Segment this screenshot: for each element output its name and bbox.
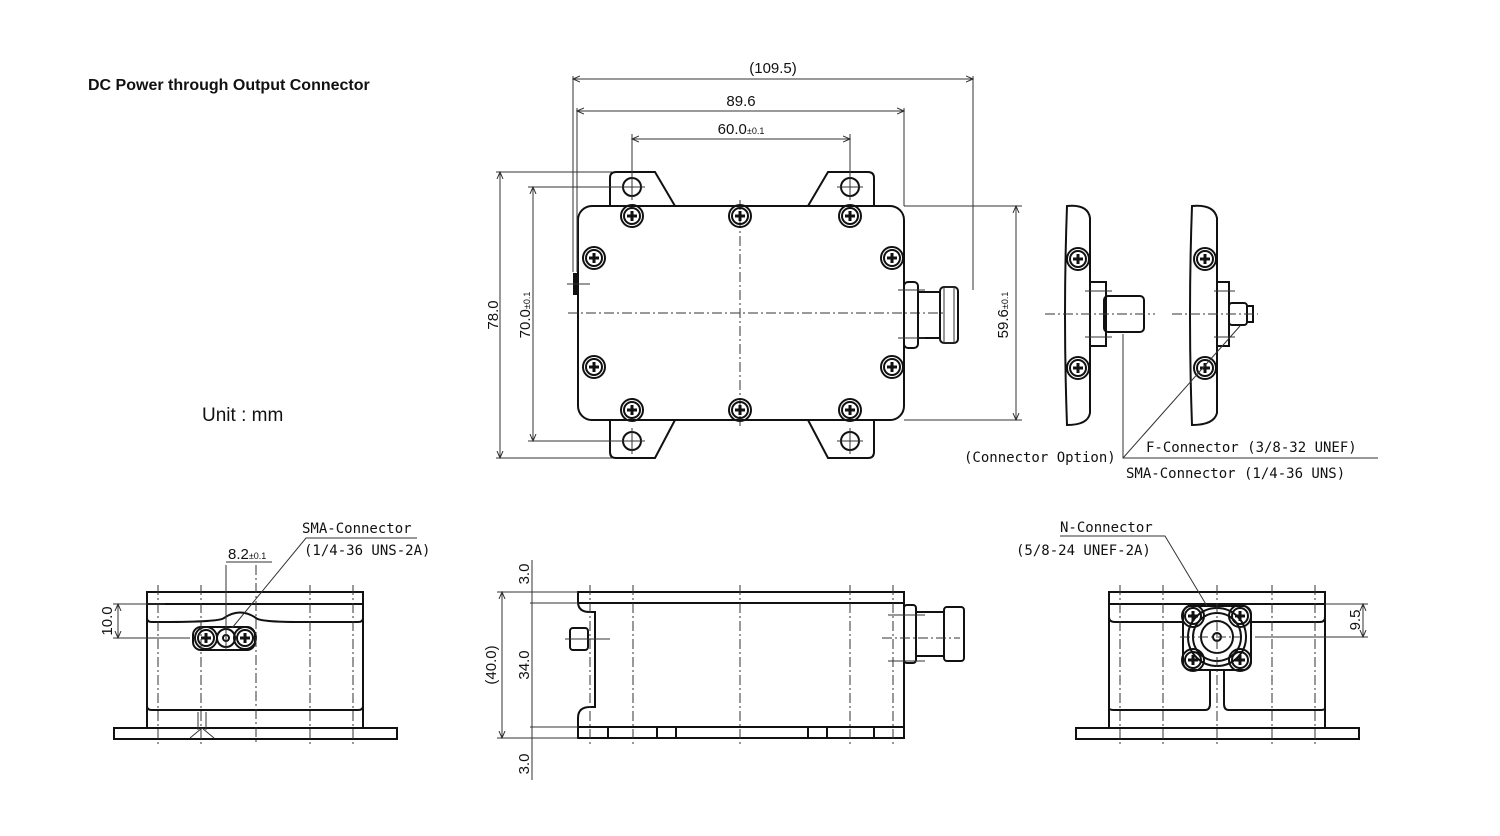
side-dim-body: 34.0 xyxy=(516,650,533,679)
right-callout-line2: (5/8-24 UNEF-2A) xyxy=(1016,543,1151,559)
screw-icon xyxy=(619,203,645,229)
dim-body-height: 59.6±0.1 xyxy=(995,292,1012,339)
mount-hole-icon xyxy=(836,173,864,201)
left-callout-line2: (1/4-36 UNS-2A) xyxy=(304,543,430,559)
connector-option-sma xyxy=(1172,204,1258,427)
screw-icon xyxy=(1180,603,1206,629)
screw-icon xyxy=(727,203,753,229)
right-dim-height: 9.5 xyxy=(1347,610,1364,631)
left-end-view: 8.2±0.1 10.0 SMA-Connector (1/4-36 UNS-2… xyxy=(99,521,430,745)
screw-icon xyxy=(1180,647,1206,673)
right-end-view: 9.5 N-Connector (5/8-24 UNEF-2A) xyxy=(1016,520,1368,745)
left-dim-offset: 8.2±0.1 xyxy=(228,546,266,563)
f-connector-label: F-Connector (3/8-32 UNEF) xyxy=(1146,440,1357,456)
left-dim-height: 10.0 xyxy=(99,606,116,635)
dim-hole-spacing: 60.0±0.1 xyxy=(718,121,765,138)
right-callout-line1: N-Connector xyxy=(1060,520,1153,536)
dim-overall-width: (109.5) xyxy=(749,60,797,77)
mount-hole-icon xyxy=(618,173,646,201)
dim-hole-height: 70.0±0.1 xyxy=(517,292,534,339)
top-view: (109.5) 89.6 60.0±0.1 78.0 70.0±0.1 59.6… xyxy=(485,60,1022,459)
mount-hole-icon xyxy=(836,427,864,455)
side-dim-total: (40.0) xyxy=(483,645,500,684)
left-callout-line1: SMA-Connector xyxy=(302,521,412,537)
side-dim-top: 3.0 xyxy=(516,564,533,585)
drawing-title: DC Power through Output Connector xyxy=(88,77,370,94)
unit-label: Unit : mm xyxy=(202,405,284,426)
screw-icon xyxy=(1192,246,1218,272)
screw-icon xyxy=(837,203,863,229)
connector-option-labels: (Connector Option) F-Connector (3/8-32 U… xyxy=(964,325,1378,482)
screw-icon xyxy=(727,397,753,423)
screw-icon xyxy=(619,397,645,423)
flange-bottom-left xyxy=(609,419,676,459)
screw-icon xyxy=(1192,355,1218,381)
dim-body-width: 89.6 xyxy=(726,93,755,110)
mount-hole-icon xyxy=(618,427,646,455)
n-connector-top xyxy=(898,281,959,349)
side-view: 3.0 (40.0) 34.0 3.0 xyxy=(483,560,965,780)
screw-icon xyxy=(879,245,905,271)
sma-connector-label: SMA-Connector (1/4-36 UNS) xyxy=(1126,466,1345,482)
flange-bottom-right xyxy=(807,419,875,459)
flange-top-right xyxy=(807,171,875,207)
screw-icon xyxy=(1065,246,1091,272)
screw-icon xyxy=(879,354,905,380)
connector-option-f xyxy=(1045,204,1155,427)
screw-icon xyxy=(1065,355,1091,381)
screw-icon xyxy=(193,625,219,651)
screw-icon xyxy=(837,397,863,423)
screw-icon xyxy=(581,245,607,271)
dim-overall-height: 78.0 xyxy=(485,300,502,329)
connector-option-caption: (Connector Option) xyxy=(964,450,1116,466)
screw-icon xyxy=(232,625,258,651)
screw-icon xyxy=(1227,603,1253,629)
screw-icon xyxy=(1227,647,1253,673)
screw-icon xyxy=(581,354,607,380)
flange-top-left xyxy=(609,171,676,207)
side-dim-bottom: 3.0 xyxy=(516,754,533,775)
